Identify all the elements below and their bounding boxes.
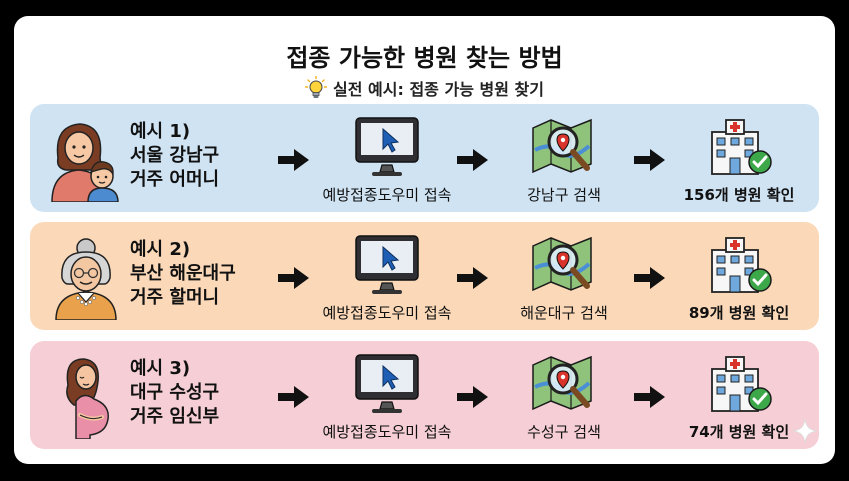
arrow-right-icon [278,267,309,289]
example-location: 대구 수성구 [130,382,220,403]
step-confirm-hospitals: 74개 병원 확인 [654,353,824,442]
example-label: 예시 3) 대구 수성구 거주 임신부 [130,357,260,429]
infographic-card: 접종 가능한 병원 찾는 방법 실전 예시: 접종 가능 병원 찾기 [14,16,835,464]
mother-child-icon [51,123,119,202]
arrow-right-icon [457,267,488,289]
example-number: 예시 2) [130,239,191,260]
subtitle: 실전 예시: 접종 가능 병원 찾기 [14,76,835,100]
sparkle-icon [792,418,818,444]
example-row-1: 예시 1) 서울 강남구 거주 어머니 예방접종도우미 접속 [30,104,819,212]
example-resident: 거주 할머니 [130,287,220,308]
hospital-check-icon [711,356,772,412]
arrow-right-icon [278,386,309,408]
step-label: 89개 병원 확인 [688,304,790,322]
example-label: 예시 2) 부산 해운대구 거주 할머니 [130,238,260,310]
step-label: 강남구 검색 [527,186,601,204]
step-visit-site: 예방접종도우미 접속 [302,116,472,205]
step-label: 예방접종도우미 접속 [322,304,452,322]
example-location: 서울 강남구 [130,145,220,166]
map-search-icon [532,236,592,292]
map-search-icon [532,355,592,411]
step-visit-site: 예방접종도우미 접속 [302,234,472,323]
example-number: 예시 3) [130,358,191,379]
example-row-2: 예시 2) 부산 해운대구 거주 할머니 예방접종도우미 접속 [30,222,819,330]
arrow-right-icon [634,386,665,408]
lightbulb-icon [305,76,328,98]
step-label: 수성구 검색 [527,423,601,441]
arrow-right-icon [634,267,665,289]
step-search-district: 수성구 검색 [479,353,649,442]
example-resident: 거주 어머니 [130,169,220,190]
step-confirm-hospitals: 89개 병원 확인 [654,234,824,323]
example-resident: 거주 임신부 [130,406,220,427]
example-number: 예시 1) [130,121,191,142]
step-label: 예방접종도우미 접속 [322,423,452,441]
hospital-check-icon [711,237,772,293]
step-label: 해운대구 검색 [520,304,608,322]
step-label: 예방접종도우미 접속 [322,186,452,204]
step-label: 156개 병원 확인 [683,186,795,204]
subtitle-text: 실전 예시: 접종 가능 병원 찾기 [333,80,544,99]
arrow-right-icon [634,149,665,171]
example-label: 예시 1) 서울 강남구 거주 어머니 [130,120,260,192]
monitor-cursor-icon [355,117,419,176]
step-label: 74개 병원 확인 [688,423,790,441]
step-confirm-hospitals: 156개 병원 확인 [654,116,824,205]
arrow-right-icon [278,149,309,171]
step-search-district: 강남구 검색 [479,116,649,205]
step-visit-site: 예방접종도우미 접속 [302,353,472,442]
monitor-cursor-icon [355,235,419,294]
map-search-icon [532,118,592,174]
monitor-cursor-icon [355,354,419,413]
grandmother-icon [55,238,117,320]
page-title: 접종 가능한 병원 찾는 방법 [286,44,563,72]
pregnant-woman-icon [66,358,109,439]
example-location: 부산 해운대구 [130,263,236,284]
step-search-district: 해운대구 검색 [479,234,649,323]
arrow-right-icon [457,149,488,171]
example-row-3: 예시 3) 대구 수성구 거주 임신부 예방접종도우미 접속 [30,341,819,449]
arrow-right-icon [457,386,488,408]
hospital-check-icon [711,119,772,175]
